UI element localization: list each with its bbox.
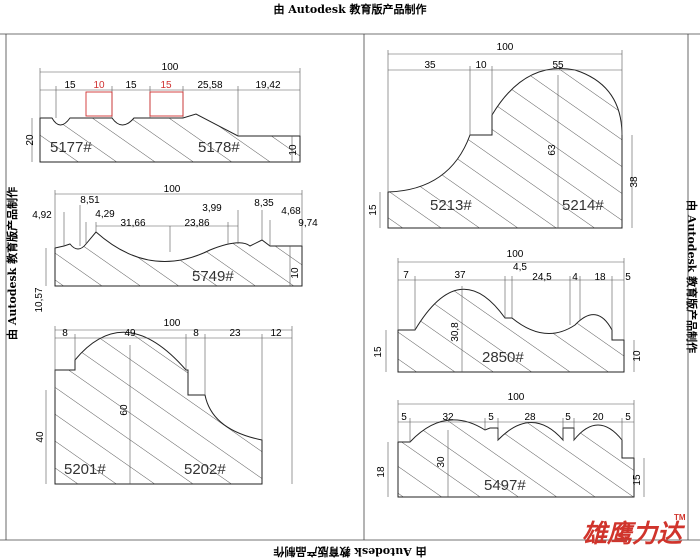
dim-seg: 10 xyxy=(475,60,487,71)
part-label: 5201# xyxy=(64,461,106,478)
dim-seg: 23 xyxy=(229,328,241,339)
profile-2-shape xyxy=(54,231,303,287)
dim-top: 8,51 xyxy=(80,195,100,206)
dim-seg: 37 xyxy=(454,270,466,281)
dim-right-height: 10 xyxy=(632,350,643,362)
profile-5-shape xyxy=(397,288,625,373)
dim-seg: 24,5 xyxy=(532,272,552,283)
dim-seg: 55 xyxy=(552,60,564,71)
dim-total: 100 xyxy=(497,42,514,53)
part-label: 5749# xyxy=(192,268,234,285)
watermark-top: 由 Autodesk 教育版产品制作 xyxy=(273,3,427,16)
brand-name: 雄鹰力达 xyxy=(582,519,686,548)
dim-left-height: 20 xyxy=(25,134,36,146)
dim-left-height: 18 xyxy=(376,466,387,478)
part-label: 5178# xyxy=(198,139,240,156)
dim-right-height: 38 xyxy=(629,176,640,188)
profile-5177-5178: 100 15 10 15 15 25,58 19,42 20 10 5177# … xyxy=(25,62,301,163)
dim-top: 3,99 xyxy=(202,203,222,214)
dim-seg: 20 xyxy=(592,412,604,423)
dim-side: 4,68 xyxy=(281,206,301,217)
dim-total: 100 xyxy=(164,184,181,195)
dim-top: 31,66 xyxy=(120,218,145,229)
dim-left-height: 15 xyxy=(368,204,379,216)
profile-5749: 100 8,51 4,29 31,66 23,86 3,99 8,35 4,92… xyxy=(32,184,318,313)
profile-5213-5214: 100 35 10 55 15 63 38 5213# 5214# xyxy=(368,42,640,229)
dim-seg: 5 xyxy=(488,412,494,423)
dim-center-height: 30 xyxy=(436,456,447,468)
dim-top: 4,29 xyxy=(95,209,115,220)
dim-seg: 5 xyxy=(625,412,631,423)
part-label: 5213# xyxy=(430,197,472,214)
dim-seg: 18 xyxy=(594,272,606,283)
dim-left-height: 10,57 xyxy=(34,287,45,312)
dim-seg: 15 xyxy=(125,80,137,91)
dim-seg: 35 xyxy=(424,60,436,71)
trademark: TM xyxy=(674,513,686,522)
dim-seg: 49 xyxy=(124,328,136,339)
dim-seg: 32 xyxy=(442,412,454,423)
dim-right-height: 10 xyxy=(290,267,301,279)
dim-center-height: 63 xyxy=(547,144,558,156)
dim-seg: 8 xyxy=(62,328,68,339)
dim-total: 100 xyxy=(164,318,181,329)
part-label: 5202# xyxy=(184,461,226,478)
dim-seg-red: 15 xyxy=(160,80,172,91)
dim-seg: 5 xyxy=(401,412,407,423)
dim-seg: 12 xyxy=(270,328,282,339)
dim-left-height: 40 xyxy=(35,431,46,443)
profile-2850: 100 7 37 4,5 24,5 4 18 5 15 30,8 10 2850… xyxy=(373,249,643,373)
dim-seg: 4 xyxy=(572,272,578,283)
dim-left-height: 15 xyxy=(373,346,384,358)
part-label: 5214# xyxy=(562,197,604,214)
dim-seg: 15 xyxy=(64,80,76,91)
dim-right-height: 10 xyxy=(288,144,299,156)
frame xyxy=(0,33,700,541)
profile-5201-5202: 100 8 49 8 23 12 40 60 5201# 5202# xyxy=(35,318,293,485)
dim-total: 100 xyxy=(162,62,179,73)
dim-seg: 5 xyxy=(565,412,571,423)
profile-5497: 100 5 32 5 28 5 20 5 18 30 15 5497# xyxy=(376,392,645,498)
profile-6-shape xyxy=(397,419,635,498)
dim-side: 4,92 xyxy=(32,210,52,221)
dim-seg: 28 xyxy=(524,412,536,423)
dim-right-height: 15 xyxy=(632,474,643,486)
profile-4-shape xyxy=(387,68,623,229)
part-label: 5177# xyxy=(50,139,92,156)
dim-top: 23,86 xyxy=(184,218,209,229)
dim-center-height: 30,8 xyxy=(450,322,461,342)
brand-logo: 雄鹰力达 TM xyxy=(582,513,686,548)
dim-seg: 25,58 xyxy=(197,80,222,91)
dim-seg: 7 xyxy=(403,270,409,281)
part-label: 2850# xyxy=(482,349,524,366)
dim-seg: 19,42 xyxy=(255,80,280,91)
dim-seg: 8 xyxy=(193,328,199,339)
dim-total: 100 xyxy=(508,392,525,403)
dim-top: 8,35 xyxy=(254,198,274,209)
profile-1-shape xyxy=(39,113,301,163)
dim-center-height: 60 xyxy=(119,404,130,416)
part-label: 5497# xyxy=(484,477,526,494)
dim-seg: 4,5 xyxy=(513,262,527,273)
dim-side: 9,74 xyxy=(298,218,318,229)
dim-total: 100 xyxy=(507,249,524,260)
dim-seg: 5 xyxy=(625,272,631,283)
dim-seg-red: 10 xyxy=(93,80,105,91)
